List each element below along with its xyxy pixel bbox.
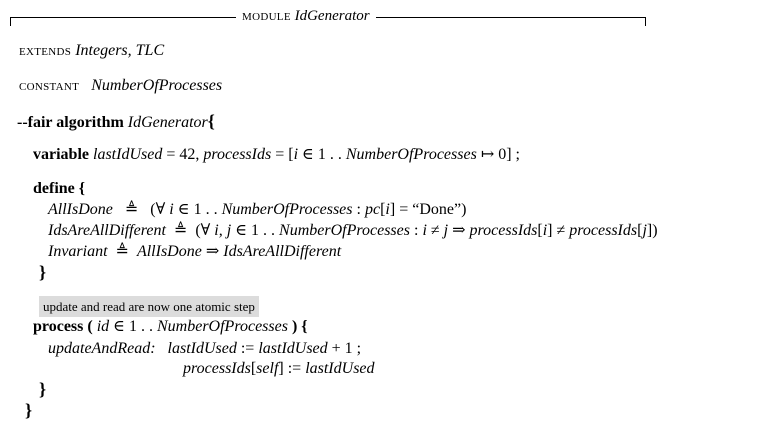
algorithm-close-line: } — [25, 400, 32, 422]
def-body: ∈ 1 . . — [173, 201, 222, 218]
stmt2-assign: ] := — [278, 360, 306, 377]
def-range: NumberOfProcesses — [221, 201, 353, 218]
def-process-ids: processIds — [469, 222, 538, 239]
process-range: NumberOfProcesses — [157, 318, 288, 335]
def-ids-are-all-different: IdsAreAllDifferent ≜ (∀ i, j ∈ 1 . . Num… — [48, 221, 658, 241]
def-body: ]) — [646, 222, 658, 239]
var2-range: NumberOfProcesses — [345, 146, 477, 163]
process-keyword: process — [33, 318, 84, 335]
process-close-line: } — [39, 379, 46, 401]
def-var: i, j — [214, 222, 232, 239]
header-left-tick — [10, 17, 11, 26]
def-range: NumberOfProcesses — [279, 222, 410, 239]
var2-maps: ↦ 0] ; — [476, 146, 520, 163]
def-invariant: Invariant ≜ AllIsDone ⇒ IdsAreAllDiffere… — [48, 242, 341, 262]
algorithm-open-brace: { — [207, 111, 215, 131]
stmt2-lhs: processIds — [183, 360, 251, 377]
def-body: [ — [537, 222, 543, 239]
extends-keyword: extends — [19, 43, 72, 59]
constant-name: NumberOfProcesses — [91, 77, 223, 94]
var-process-ids: processIds — [203, 146, 272, 163]
process-close-brace: } — [39, 379, 47, 399]
stmt1-tail: + 1 ; — [327, 340, 362, 357]
stmt2-bracket: [ — [250, 360, 257, 377]
process-label: updateAndRead: — [48, 340, 156, 357]
def-body: ∈ 1 . . — [231, 222, 280, 239]
stmt1-lhs: lastIdUsed — [167, 340, 237, 357]
var2-index: i — [293, 146, 299, 163]
def-body: (∀ — [195, 222, 215, 239]
def-body: ] = “Done”) — [389, 201, 467, 218]
process-stmt-1: updateAndRead: lastIdUsed := lastIdUsed … — [48, 339, 361, 359]
def-arrow: ⇒ — [201, 243, 224, 260]
module-header: module IdGenerator — [236, 6, 376, 26]
define-open-line: define { — [33, 179, 85, 199]
header-right-tick — [645, 17, 646, 26]
def-var: j — [443, 222, 449, 239]
algorithm-name: IdGenerator — [127, 114, 208, 131]
def-body: ⇒ — [448, 222, 470, 239]
def-var: i — [169, 201, 174, 218]
define-keyword: define { — [33, 180, 86, 197]
def-op: ≜ — [124, 201, 139, 218]
def-var: j — [642, 222, 647, 239]
algorithm-line: --fair algorithm IdGenerator{ — [17, 111, 215, 133]
def-op: ≜ — [115, 243, 129, 260]
variable-keyword: variable — [33, 146, 89, 163]
stmt1-op: := — [236, 340, 259, 357]
def-var: i — [385, 201, 390, 218]
def-op: ≜ — [173, 222, 188, 239]
define-close-brace: } — [39, 262, 47, 282]
def-process-ids: processIds — [569, 222, 638, 239]
def-body: ] ≠ — [547, 222, 570, 239]
process-line: process ( id ∈ 1 . . NumberOfProcesses )… — [33, 317, 308, 337]
def-body: [ — [637, 222, 643, 239]
var1-init: = 42, — [162, 146, 204, 163]
def-body: (∀ — [150, 201, 170, 218]
def-pc: pc — [364, 201, 381, 218]
def-name: AllIsDone — [48, 201, 113, 218]
comment-box: update and read are now one atomic step — [39, 296, 259, 317]
var2-in: ∈ 1 . . — [298, 146, 346, 163]
def-body: [ — [380, 201, 386, 218]
def-body: ≠ — [426, 222, 444, 239]
stmt2-self: self — [256, 360, 279, 377]
def-var: i — [542, 222, 548, 239]
process-var: id — [96, 318, 110, 335]
extends-line: extends Integers, TLC — [19, 41, 164, 61]
process-stmt-2: processIds[self] := lastIdUsed — [183, 359, 375, 379]
var2-init-open: = [ — [271, 146, 294, 163]
algorithm-keyword: --fair algorithm — [17, 114, 124, 131]
def-all-is-done: AllIsDone ≜ (∀ i ∈ 1 . . NumberOfProcess… — [48, 200, 466, 220]
process-close-paren: ) { — [287, 318, 308, 335]
process-in: ∈ 1 . . — [109, 318, 157, 335]
extends-modules: Integers, TLC — [75, 42, 165, 59]
def-lhs: AllIsDone — [136, 243, 202, 260]
def-rhs: IdsAreAllDifferent — [223, 243, 342, 260]
process-open-paren: ( — [83, 318, 97, 335]
stmt2-rhs: lastIdUsed — [305, 360, 375, 377]
define-close-line: } — [39, 262, 46, 284]
stmt1-rhs: lastIdUsed — [258, 340, 328, 357]
constant-line: constant NumberOfProcesses — [19, 76, 222, 96]
algorithm-close-brace: } — [25, 400, 33, 420]
module-name: IdGenerator — [294, 8, 370, 24]
def-body: : — [352, 201, 365, 218]
def-var: i — [422, 222, 427, 239]
module-keyword: module — [242, 8, 291, 24]
def-name: IdsAreAllDifferent — [48, 222, 166, 239]
def-body: : — [409, 222, 423, 239]
constant-keyword: constant — [19, 78, 80, 94]
var-last-id-used: lastIdUsed — [93, 146, 163, 163]
def-name: Invariant — [48, 243, 108, 260]
variable-line: variable lastIdUsed = 42, processIds = [… — [33, 145, 520, 165]
